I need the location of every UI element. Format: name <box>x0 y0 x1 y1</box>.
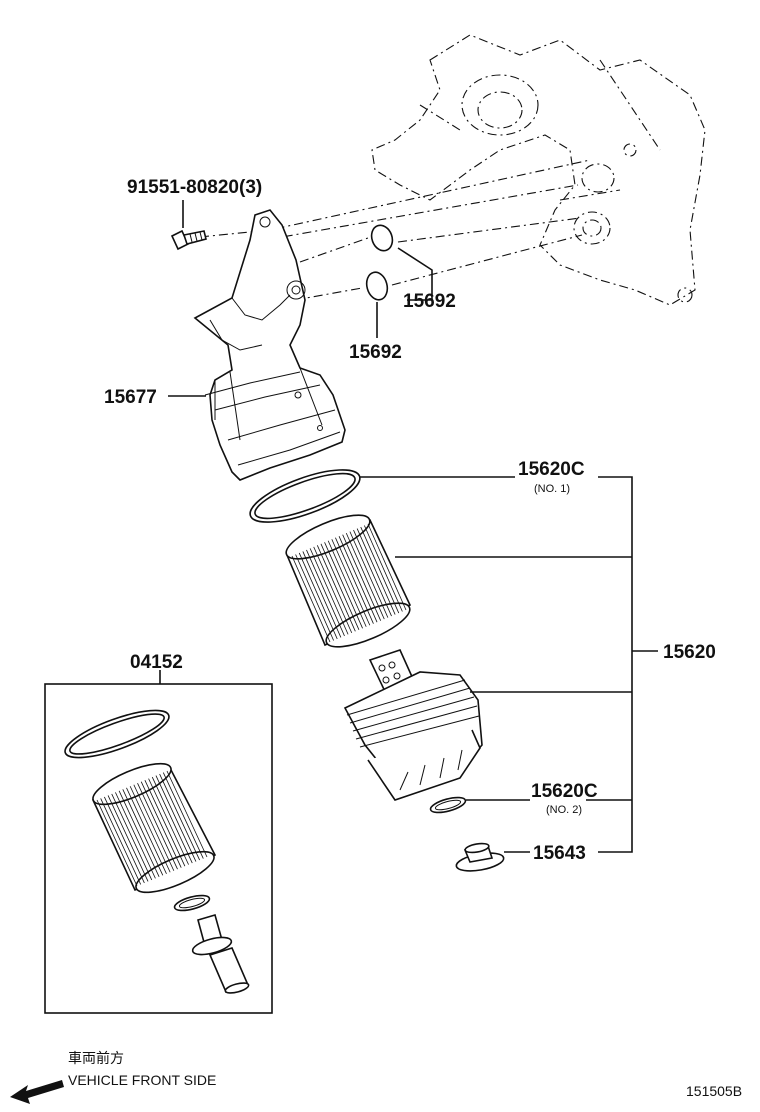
callout-oring-no2: 15620C <box>531 781 598 802</box>
direction-en-label: VEHICLE FRONT SIDE <box>68 1072 216 1088</box>
element-kit-box <box>44 670 273 1014</box>
oil-filter-housing-part <box>168 209 346 481</box>
drain-plug-part <box>455 842 530 872</box>
figure-id: 151505B <box>686 1083 742 1099</box>
oring-no1-part <box>249 469 515 523</box>
vehicle-front-arrow-icon <box>10 1080 64 1104</box>
callout-filter-cap-assy: 15620 <box>663 642 716 663</box>
engine-block-phantom <box>371 34 706 306</box>
orings-15692 <box>365 224 433 338</box>
callout-element-kit: 04152 <box>130 652 183 673</box>
filter-element-part <box>285 514 632 648</box>
callout-oring-upper: 15692 <box>403 291 456 312</box>
callout-oring-no2-sub: (NO. 2) <box>546 804 582 816</box>
callout-drain-plug: 15643 <box>533 843 586 864</box>
bolt-part <box>170 200 207 251</box>
direction-jp-label: 車両前方 <box>68 1050 124 1066</box>
assembly-bracket <box>586 476 658 853</box>
callout-oring-no1: 15620C <box>518 459 585 480</box>
filter-cap-part <box>343 649 632 801</box>
callout-oring-no1-sub: (NO. 1) <box>534 483 570 495</box>
oring-no2-part <box>429 796 530 814</box>
callout-housing: 15677 <box>104 387 157 408</box>
callout-oring-lower: 15692 <box>349 342 402 363</box>
callout-bolt: 91551-80820(3) <box>127 177 262 198</box>
